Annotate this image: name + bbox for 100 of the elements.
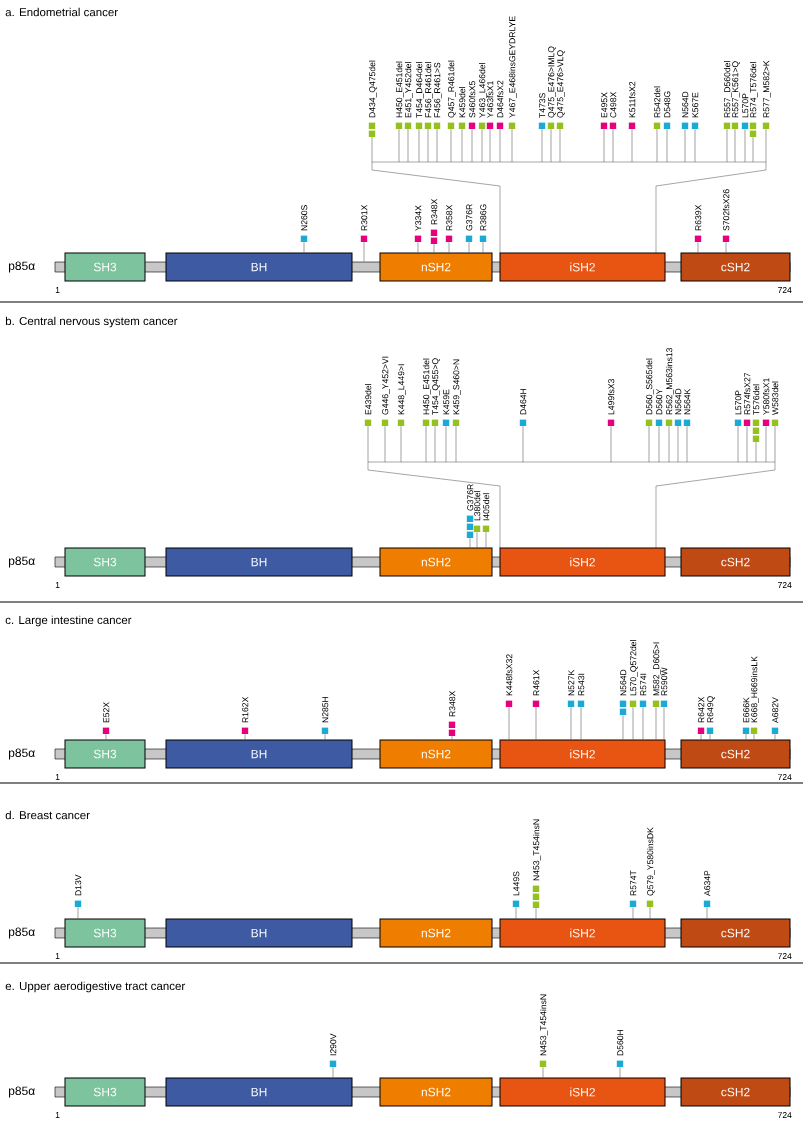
domain-box: cSH2	[680, 739, 791, 769]
domain-box: BH	[165, 918, 353, 948]
lollipop-stem	[77, 906, 79, 919]
position-label: 1	[55, 582, 60, 588]
lollipop-stem	[668, 425, 670, 463]
panel-title: a. Endometrial cancer	[5, 7, 118, 17]
lollipop-stem	[686, 425, 688, 463]
lollipop-stem	[535, 706, 537, 740]
domain-box: BH	[165, 739, 353, 769]
panel-title: c. Large intestine cancer	[5, 615, 132, 627]
lollipop-stem	[481, 128, 483, 163]
domain-box: nSH2	[379, 918, 493, 948]
position-label: 1	[55, 287, 60, 293]
lollipop-stem	[612, 128, 614, 163]
lollipop-stem	[515, 906, 517, 919]
domain-box: iSH2	[499, 918, 666, 948]
position-label: 1	[55, 774, 60, 780]
lollipop-stem	[511, 128, 513, 163]
lollipop-stem	[622, 714, 624, 740]
domain-box: cSH2	[680, 918, 791, 948]
lollipop-stem	[324, 733, 326, 740]
domain-box: BH	[165, 1077, 353, 1107]
lollipop-stem	[658, 425, 660, 463]
lollipop-stem	[448, 241, 450, 253]
lollipop-stem	[755, 441, 757, 463]
domain-box: cSH2	[680, 547, 791, 577]
lollipop-stem	[603, 128, 605, 163]
lollipop-stem	[418, 128, 420, 163]
lollipop-stem	[632, 906, 634, 919]
lollipop-stem	[765, 425, 767, 463]
lollipop-stem	[417, 241, 419, 253]
domain-box: BH	[165, 252, 353, 282]
lollipop-stem	[450, 128, 452, 163]
lollipop-stem	[666, 128, 668, 163]
domain-box: BH	[165, 547, 353, 577]
lollipop-stem	[559, 128, 561, 163]
lollipop-stem	[522, 425, 524, 463]
lollipop-stem	[774, 425, 776, 463]
lollipop-stem	[655, 706, 657, 740]
lollipop-stem	[734, 128, 736, 163]
lollipop-stem	[445, 425, 447, 463]
panel-title: d. Breast cancer	[5, 810, 90, 820]
lollipop-stem	[476, 531, 478, 548]
domain-box: nSH2	[379, 1077, 493, 1107]
position-label: 1	[55, 1112, 60, 1118]
lollipop-stem	[677, 425, 679, 463]
lollipop-stem	[642, 706, 644, 740]
lollipop-stem	[684, 128, 686, 163]
lollipop-stem	[746, 425, 748, 463]
lollipop-stem	[434, 425, 436, 463]
lollipop-stem	[610, 425, 612, 463]
panel-title: e. Upper aerodigestive tract cancer	[5, 981, 185, 993]
lollipop-stem	[706, 906, 708, 919]
lollipop-stem	[471, 128, 473, 163]
lollipop-stem	[407, 128, 409, 163]
lollipop-stem	[400, 425, 402, 463]
domain-box: iSH2	[499, 739, 666, 769]
domain-box: SH3	[64, 918, 146, 948]
lollipop-stem	[508, 706, 510, 740]
lollipop-stem	[384, 425, 386, 463]
lollipop-stem	[303, 241, 305, 253]
lollipop-stem	[542, 1066, 544, 1078]
domain-box: iSH2	[499, 252, 666, 282]
lollipop-stem	[648, 425, 650, 463]
lollipop-stem	[541, 128, 543, 163]
lollipop-stem	[482, 241, 484, 253]
lollipop-stem	[367, 425, 369, 463]
lollipop-stem	[656, 128, 658, 163]
lollipop-stem	[744, 128, 746, 163]
lollipop-stem	[461, 128, 463, 163]
lollipop-stem	[436, 128, 438, 163]
domain-box: SH3	[64, 252, 146, 282]
panel-title: b. Central nervous system cancer	[5, 316, 178, 328]
domain-box: SH3	[64, 739, 146, 769]
domain-box: cSH2	[680, 252, 791, 282]
lollipop-stem	[332, 1066, 334, 1078]
lollipop-stem	[550, 128, 552, 163]
lollipop-stem	[737, 425, 739, 463]
domain-box: iSH2	[499, 547, 666, 577]
lollipop-stem	[580, 706, 582, 740]
lollipop-stem	[745, 733, 747, 740]
lollipop-stem	[619, 1066, 621, 1078]
protein-name: p85α	[8, 927, 35, 939]
lollipop-stem	[485, 531, 487, 548]
lollipop-stem	[700, 733, 702, 740]
lollipop-stem	[105, 733, 107, 740]
lollipop-stem	[570, 706, 572, 740]
domain-box: nSH2	[379, 252, 493, 282]
lollipop-stem	[663, 706, 665, 740]
lollipop-stem	[363, 241, 365, 262]
lollipop-stem	[427, 128, 429, 163]
lollipop-stem	[631, 128, 633, 163]
domain-box: iSH2	[499, 1077, 666, 1107]
lollipop-stem	[469, 537, 471, 548]
lollipop-stem	[632, 706, 634, 740]
lollipop-stem	[753, 733, 755, 740]
lollipop-stem	[726, 128, 728, 163]
lollipop-stem	[398, 128, 400, 163]
lollipop-stem	[774, 733, 776, 740]
position-label: 1	[55, 953, 60, 959]
